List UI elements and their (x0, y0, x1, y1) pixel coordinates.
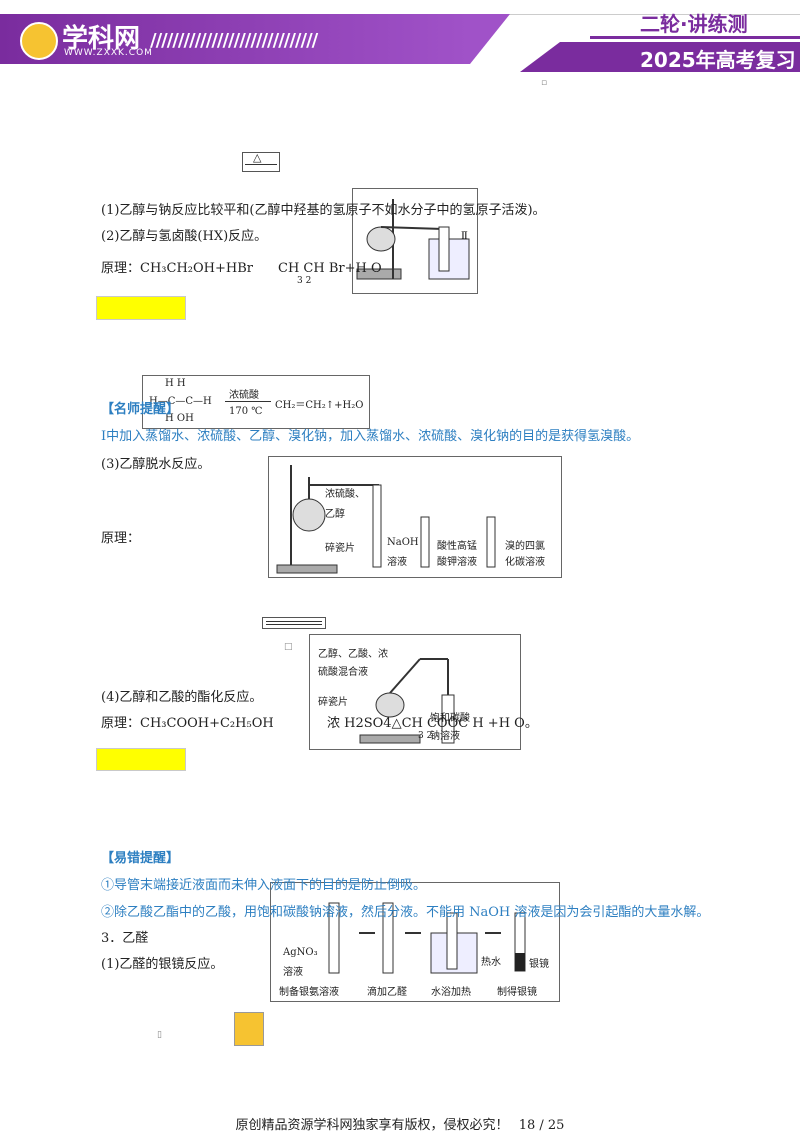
logo-url: WWW.ZXXK.COM (64, 48, 153, 58)
principle-ester: 原理：CH₃COOH+C₂H₅OH (101, 716, 274, 731)
highlight-block-2 (96, 748, 186, 771)
paragraph-3: (3)乙醇脱水反应。 (101, 457, 211, 472)
label-mixture-2: 硫酸混合液 (318, 667, 368, 678)
eq-h-bottom: H OH (165, 413, 194, 424)
equilibrium-arrow-icon (262, 617, 326, 629)
label-agno3-solution: 溶液 (283, 967, 303, 978)
label-naoh: NaOH (387, 537, 419, 548)
caption-step-1: 制备银氨溶液 (279, 987, 339, 998)
delivery-tube (380, 226, 444, 230)
eq-reagent: 浓硫酸 (229, 390, 259, 401)
principle-label-dehydration: 原理： (101, 531, 141, 546)
esterification-apparatus-figure: 乙醇、乙酸、浓 硫酸混合液 碎瓷片 饱和碳酸 钠溶液 (309, 634, 521, 750)
principle-hbr-product: CH CH Br+H O (278, 261, 382, 276)
eq-h-top: H H (165, 378, 186, 389)
header-divider (590, 36, 800, 39)
mascot-icon (234, 1012, 264, 1046)
header-series-title: 二轮·讲练测 (640, 12, 748, 36)
label-bromine: 溴的四氯 (505, 541, 545, 552)
principle-ester-subscripts: 3 2 (418, 731, 433, 741)
stray-mark: ▫ (541, 78, 548, 88)
tip-text-1: Ⅰ中加入蒸馏水、浓硫酸、乙醇、溴化钠，加入蒸馏水、浓硫酸、溴化钠的目的是获得氢溴… (101, 429, 640, 444)
section-heading-acetaldehyde: 3．乙醛 (101, 931, 149, 946)
arrow-line (245, 164, 277, 165)
principle-hbr-subscripts: 3 2 (297, 276, 312, 286)
logo-text: 学科网 (62, 24, 141, 54)
label-bromine-solution: 化碳溶液 (505, 557, 545, 568)
label-kmno4-solution: 酸钾溶液 (437, 557, 477, 568)
label-conc-acid: 浓硫酸、 (325, 489, 365, 500)
label-kmno4: 酸性高锰 (437, 541, 477, 552)
stray-mark-3: ▯ (157, 1030, 162, 1040)
heat-arrow-icon: △ (242, 151, 280, 172)
silver-mirror-drawing (328, 902, 526, 974)
paragraph-4: (4)乙醇和乙酸的酯化反应。 (101, 690, 263, 705)
paragraph-1: (1)乙醇与钠反应比较平和(乙醇中羟基的氢原子不如水分子中的氢原子活泼)。 (101, 203, 546, 218)
eq-arrow (225, 401, 271, 402)
header-stripes: ////////////////////////////// (150, 30, 318, 51)
caption-step-2: 滴加乙醛 (367, 987, 407, 998)
page-number: 18 / 25 (518, 1118, 565, 1133)
label-II: Ⅱ (461, 231, 468, 242)
silver-mirror-figure: AgNO₃ 溶液 热水 银镜 制备银氨溶液 滴加乙醛 水浴加热 制得银镜 (270, 882, 560, 1002)
dehydration-apparatus-drawing (276, 465, 496, 574)
highlight-block-1 (96, 296, 186, 320)
header-subtitle: 2025年高考复习 (640, 48, 796, 72)
paragraph-2: (2)乙醇与氢卤酸(HX)反应。 (101, 229, 268, 244)
header-banner-slash (470, 14, 510, 64)
label-mixture-1: 乙醇、乙酸、浓 (318, 649, 388, 660)
principle-ester-product: 浓 H2SO4△CH COOC H +H O。 (327, 716, 538, 731)
label-na2co3-2: 钠溶液 (430, 731, 460, 742)
stray-mark-2: □ (284, 642, 293, 652)
label-ethanol: 乙醇 (325, 509, 345, 520)
label-agno3: AgNO₃ (283, 947, 318, 958)
eq-temp: 170 ℃ (229, 406, 263, 417)
label-naoh-solution: 溶液 (387, 557, 407, 568)
header-subbar (560, 42, 800, 72)
label-porcelain-2: 碎瓷片 (318, 697, 348, 708)
footer-copyright: 原创精品资源学科网独家享有版权，侵权必究！ (235, 1118, 509, 1133)
tip-title-1: 【名师提醒】 (101, 402, 180, 417)
eq-product: CH₂＝CH₂↑+H₂O (275, 400, 364, 411)
tip-text-2-line-2: ②除乙酸乙酯中的乙酸，用饱和碳酸钠溶液，然后分液。不能用 NaOH 溶液是因为会… (101, 905, 710, 920)
dehydration-apparatus-figure: 浓硫酸、 乙醇 碎瓷片 NaOH 溶液 酸性高锰 酸钾溶液 溴的四氯 化碳溶液 (268, 456, 562, 578)
label-na2co3-1: 饱和碳酸 (430, 713, 470, 724)
tip-title-2: 【易错提醒】 (101, 851, 180, 866)
header-banner (0, 14, 470, 64)
eq-middle: H—C—C—H (149, 396, 212, 407)
dehydration-equation-figure: H H H—C—C—H H OH 浓硫酸 170 ℃ CH₂＝CH₂↑+H₂O (142, 375, 370, 429)
test-tube (438, 226, 450, 272)
logo-icon (20, 22, 58, 60)
esterification-apparatus-drawing (359, 658, 455, 744)
paragraph-5: (1)乙醛的银镜反应。 (101, 957, 224, 972)
heater-base (356, 268, 402, 280)
caption-step-3: 水浴加热 (431, 987, 471, 998)
label-silver-mirror: 银镜 (529, 959, 549, 970)
flask (366, 226, 396, 252)
label-porcelain: 碎瓷片 (325, 543, 355, 554)
hbr-apparatus-figure: Ⅱ (352, 188, 478, 294)
heat-symbol: △ (253, 151, 262, 164)
tip-text-2-line-1: ①导管末端接近液面而未伸入液面下的目的是防止倒吸。 (101, 878, 427, 893)
principle-hbr: 原理：CH₃CH₂OH+HBr (101, 261, 253, 276)
caption-step-4: 制得银镜 (497, 987, 537, 998)
page-footer: 原创精品资源学科网独家享有版权，侵权必究！ 18 / 25 (0, 1114, 800, 1133)
label-hot-water: 热水 (481, 957, 501, 968)
page-header: 学科网 WWW.ZXXK.COM ///////////////////////… (0, 0, 800, 78)
header-subbar-slash (520, 42, 560, 72)
